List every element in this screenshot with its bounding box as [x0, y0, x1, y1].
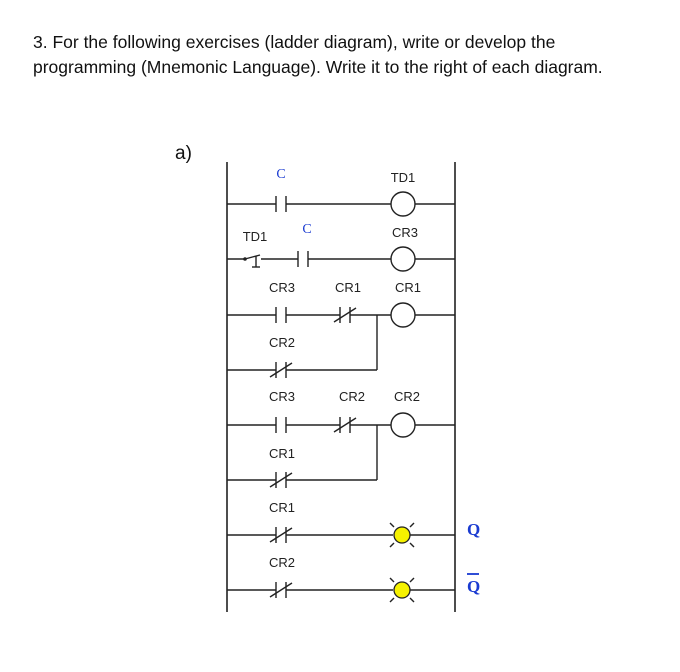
nc-contact-label: CR1 [269, 500, 295, 515]
rung-6: CR2 Q [227, 555, 480, 603]
branch-contact-label: CR2 [269, 335, 295, 350]
timer-contact-label: TD1 [243, 229, 268, 244]
contact-label: CR3 [269, 280, 295, 295]
contact-label: C [302, 222, 311, 237]
output-label: Q [467, 577, 480, 596]
rung-2: TD1 C CR3 [227, 222, 455, 272]
question-text: 3. For the following exercises (ladder d… [33, 30, 673, 80]
no-contact [275, 196, 287, 212]
coil-label: TD1 [391, 170, 416, 185]
coil-label: CR2 [394, 389, 420, 404]
lamp-icon [389, 577, 415, 603]
part-label: a) [175, 143, 192, 164]
rung-5: CR1 Q [227, 500, 480, 548]
no-contact [275, 307, 287, 323]
contact-label: C [276, 167, 285, 182]
coil [390, 412, 416, 438]
coil [390, 302, 416, 328]
rung-3: CR3 CR1 CR1 CR2 [227, 280, 455, 378]
coil [390, 191, 416, 217]
timer-contact [243, 254, 261, 268]
no-contact [275, 417, 287, 433]
contact-label: CR3 [269, 389, 295, 404]
rung-1: C TD1 [227, 167, 455, 217]
nc-contact-label: CR2 [269, 555, 295, 570]
no-contact [297, 251, 309, 267]
question-line-1: 3. For the following exercises (ladder d… [33, 32, 556, 52]
coil [390, 246, 416, 272]
nc-contact-label: CR1 [335, 280, 361, 295]
rung-4: CR3 CR2 CR2 CR1 [227, 389, 455, 488]
branch-contact-label: CR1 [269, 446, 295, 461]
coil-label: CR1 [395, 280, 421, 295]
question-line-2: programming (Mnemonic Language). Write i… [33, 57, 603, 77]
nc-contact-label: CR2 [339, 389, 365, 404]
coil-label: CR3 [392, 225, 418, 240]
output-label: Q [467, 520, 480, 539]
lamp-icon [389, 522, 415, 548]
